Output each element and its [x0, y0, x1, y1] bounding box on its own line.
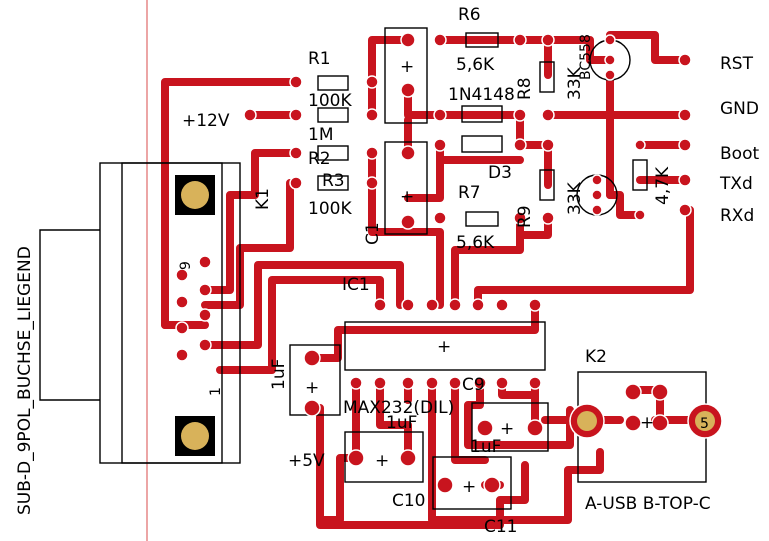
- silkscreen: [39, 27, 707, 510]
- svg-text:+: +: [305, 378, 319, 398]
- label-r7-value: 5,6K: [456, 233, 495, 253]
- net-label-txd: TXd: [719, 174, 753, 194]
- label-c10-value: 1uF: [386, 413, 417, 433]
- label-r6-value: 5,6K: [456, 55, 495, 75]
- svg-text:+: +: [375, 451, 389, 471]
- label-ic1-value: MAX232(DIL): [343, 398, 454, 418]
- label-c9: C9: [462, 375, 485, 395]
- label-r8-value: 33K: [565, 66, 585, 100]
- net-label-5v: +5V: [288, 451, 325, 471]
- label-r2: R2: [308, 149, 331, 169]
- svg-text:+: +: [400, 187, 414, 207]
- net-label-rxd: RXd: [720, 206, 754, 226]
- label-k1-value: SUB-D_9POL_BUCHSE_LIEGEND: [15, 246, 35, 515]
- usb-pin5-label: 5: [700, 416, 709, 432]
- net-label-boot: Boot: [720, 144, 759, 164]
- svg-text:+: +: [500, 419, 514, 439]
- label-d3: D3: [488, 163, 512, 183]
- net-label-12v: +12V: [182, 111, 230, 131]
- labels: R1 100K R2 100K 1M R3 R6 5,6K R7 5,6K 1N…: [15, 5, 759, 537]
- label-r3: R3: [322, 171, 345, 191]
- label-c1: C1: [363, 222, 383, 245]
- k1-pin9-label: 9: [178, 261, 194, 270]
- svg-text:+: +: [640, 413, 654, 433]
- k1-pin1-label: 1: [208, 387, 224, 396]
- svg-text:+: +: [462, 477, 476, 497]
- label-d2-value: 1N4148: [448, 85, 515, 105]
- label-k2: K2: [585, 347, 607, 367]
- label-c8-value: 1uF: [269, 359, 289, 390]
- label-c10: C10: [392, 491, 426, 511]
- label-r4-value: 1M: [308, 125, 333, 145]
- label-c11-value: 1uF: [470, 437, 501, 457]
- label-k1: K1: [253, 188, 273, 210]
- label-r8: R8: [515, 77, 535, 100]
- net-label-gnd: GND: [720, 99, 759, 119]
- pads: [175, 32, 723, 494]
- label-t1-value: BC558: [578, 34, 594, 80]
- mount-holes: [175, 175, 715, 456]
- svg-text:+: +: [400, 57, 414, 77]
- label-r7: R7: [458, 183, 481, 203]
- label-ic1: IC1: [342, 275, 370, 295]
- label-r9: R9: [515, 205, 535, 228]
- svg-text:+: +: [437, 337, 451, 357]
- label-r9-value: 33K: [565, 181, 585, 215]
- traces: [161, 31, 709, 529]
- label-r2-value: 100K: [308, 199, 352, 219]
- label-r1-value: 100K: [308, 91, 352, 111]
- label-r10-value: 4,7K: [653, 166, 673, 205]
- label-k2-value: A-USB B-TOP-C: [585, 494, 711, 514]
- label-c11: C11: [484, 517, 518, 537]
- label-r1: R1: [308, 49, 331, 69]
- net-label-rst: RST: [720, 54, 754, 74]
- polarity-marks: + + + + + + + +: [305, 57, 654, 497]
- label-r6: R6: [458, 5, 481, 25]
